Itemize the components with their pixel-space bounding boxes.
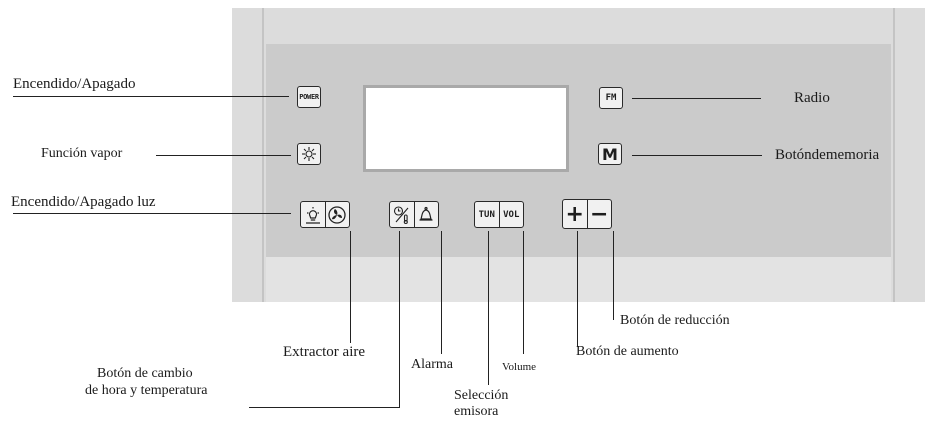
callout-line-light (13, 213, 291, 214)
panel-edge-right (893, 8, 895, 302)
power-button[interactable]: POWER (297, 86, 321, 108)
label-fan: Extractor aire (283, 344, 366, 360)
plus-button[interactable]: + (565, 201, 584, 227)
label-power: Encendido/Apagado (13, 76, 136, 92)
label-memory: Botóndememoria (775, 147, 880, 163)
bell-icon (419, 206, 433, 221)
callout-line-decrease (613, 231, 614, 320)
tune-button[interactable]: TUN (478, 209, 495, 220)
light-fan-button-group (300, 201, 350, 228)
callout-line-memory (632, 155, 762, 156)
callout-line-power (13, 96, 289, 97)
callout-line-station (488, 231, 489, 385)
label-time-temp-line1: Botón de cambio (97, 366, 193, 381)
time-alarm-button-group (389, 201, 439, 228)
fan-icon (328, 205, 346, 224)
memory-button[interactable]: M (598, 143, 622, 165)
label-station-line1: Selección (454, 388, 509, 403)
label-increase: Botón de aumento (576, 344, 679, 359)
lcd-display (363, 85, 569, 172)
callout-line-steam (156, 155, 291, 156)
steam-button[interactable] (297, 143, 321, 165)
alarm-button[interactable] (413, 202, 439, 227)
label-alarm: Alarma (411, 357, 453, 372)
callout-line-time-temp-horizontal (249, 407, 400, 408)
light-button[interactable] (301, 202, 325, 227)
time-temp-button[interactable] (390, 202, 414, 227)
light-bulb-icon (305, 206, 320, 224)
panel-lower-band (266, 257, 891, 302)
callout-line-time-temp (399, 231, 400, 408)
label-decrease: Botón de reducción (620, 313, 730, 328)
callout-line-radio (632, 98, 761, 99)
callout-line-fan (350, 231, 351, 343)
tune-volume-button-group: TUN VOL (474, 201, 524, 228)
fan-button[interactable] (324, 202, 350, 227)
plus-minus-button-group: + − (562, 199, 612, 229)
label-light: Encendido/Apagado luz (11, 194, 156, 210)
clock-thermometer-icon (393, 205, 409, 224)
label-steam: Función vapor (41, 146, 123, 161)
fm-button[interactable]: FM (599, 87, 623, 109)
callout-line-volume (523, 231, 524, 354)
callout-line-alarm (441, 231, 442, 354)
label-radio: Radio (794, 90, 830, 106)
callout-line-increase (577, 231, 578, 347)
minus-button[interactable]: − (586, 200, 612, 228)
label-station-line2: emisora (454, 404, 499, 419)
label-volume: Volume (502, 361, 537, 373)
label-time-temp-line2: de hora y temperatura (85, 383, 208, 398)
volume-button[interactable]: VOL (498, 202, 524, 227)
steam-icon (302, 147, 316, 161)
